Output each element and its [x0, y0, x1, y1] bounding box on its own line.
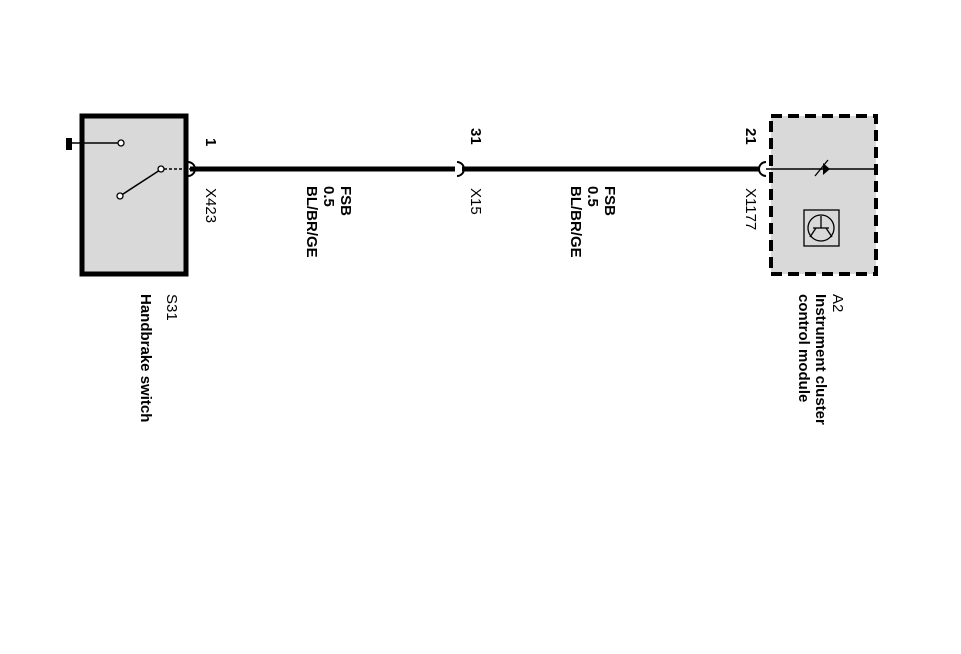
wire-color: BL/BR/GE	[567, 186, 584, 258]
switch-name: Handbrake switch	[137, 294, 154, 423]
wire-signal: FSB	[337, 186, 354, 216]
wire-label: FSB 0.5 BL/BR/GE	[303, 186, 354, 258]
pin-label: 21	[742, 128, 759, 145]
switch-label: S31 Handbrake switch	[132, 294, 184, 422]
connector-label: X1177	[742, 188, 759, 231]
module-label: A2 Instrument cluster control module	[795, 294, 846, 425]
module-name-line1: Instrument cluster	[812, 294, 829, 425]
switch-contact-icon	[116, 165, 190, 200]
connector-label: X423	[202, 188, 219, 224]
module-id: A2	[829, 294, 846, 313]
instrument-cluster-box	[769, 114, 878, 276]
transistor-icon	[803, 209, 840, 247]
wire-label: FSB 0.5 BL/BR/GE	[567, 186, 618, 258]
module-name-line2: control module	[795, 294, 812, 403]
switch-id: S31	[163, 294, 180, 321]
connector-x15-icon	[456, 161, 465, 177]
ground-icon	[66, 138, 125, 150]
pin-label: 31	[467, 128, 484, 145]
connector-x423-icon	[187, 161, 196, 177]
connector-x1177-icon	[758, 161, 767, 177]
variable-resistor-icon	[814, 159, 830, 177]
connector-label: X15	[467, 188, 484, 215]
handbrake-switch-box	[79, 113, 189, 277]
wire-signal: FSB	[601, 186, 618, 216]
wire-size: 0.5	[584, 186, 601, 207]
pin-label: 1	[202, 138, 219, 147]
wire-size: 0.5	[320, 186, 337, 207]
wire-color: BL/BR/GE	[303, 186, 320, 258]
